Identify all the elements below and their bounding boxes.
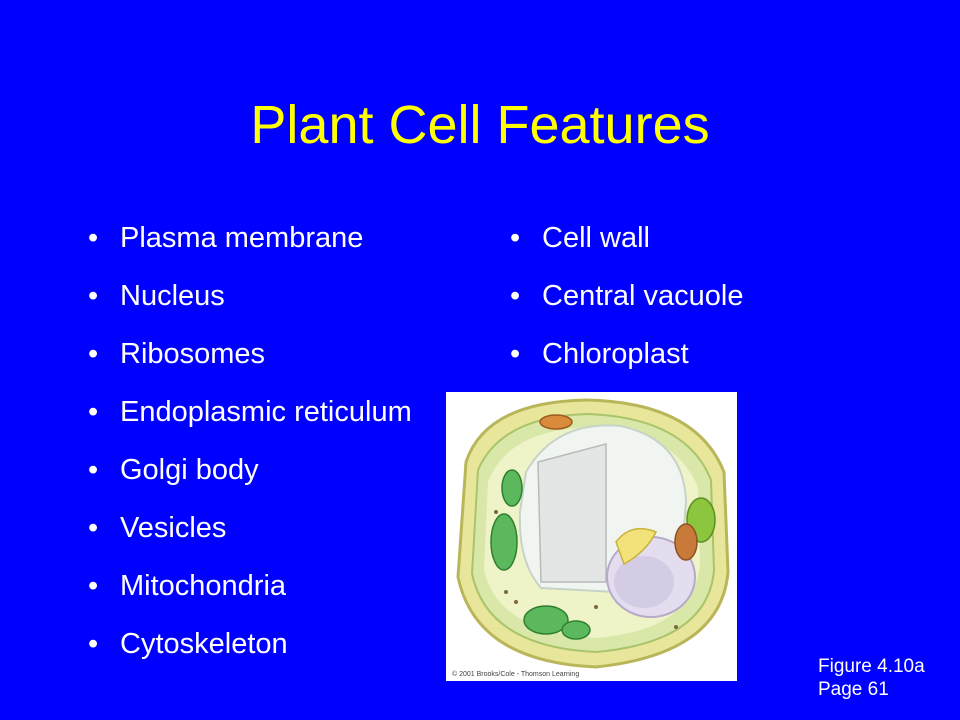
bullet-item: Nucleus <box>88 279 448 313</box>
plant-cell-illustration: © 2001 Brooks/Cole - Thomson Learning <box>446 392 737 681</box>
figure-reference: Figure 4.10a Page 61 <box>818 655 925 701</box>
bullet-item: Golgi body <box>88 453 448 487</box>
bullet-item: Plasma membrane <box>88 221 448 255</box>
copyright-text: © 2001 Brooks/Cole - Thomson Learning <box>452 671 580 678</box>
figure-label: Figure 4.10a <box>818 656 925 677</box>
bullet-item: Cytoskeleton <box>88 627 448 661</box>
bullet-item: Vesicles <box>88 511 448 545</box>
bullet-item: Endoplasmic reticulum <box>88 395 448 429</box>
slide-title: Plant Cell Features <box>250 95 710 155</box>
bullet-item: Ribosomes <box>88 337 448 371</box>
bullet-item: Cell wall <box>510 221 910 255</box>
bullet-item: Central vacuole <box>510 279 910 313</box>
bullet-item: Chloroplast <box>510 337 910 371</box>
right-bullet-list: Cell wall Central vacuole Chloroplast <box>510 221 910 395</box>
left-bullet-list: Plasma membrane Nucleus Ribosomes Endopl… <box>88 221 448 685</box>
plant-cell-drawing <box>456 398 730 669</box>
bullet-item: Mitochondria <box>88 569 448 603</box>
page-label: Page 61 <box>818 679 889 700</box>
